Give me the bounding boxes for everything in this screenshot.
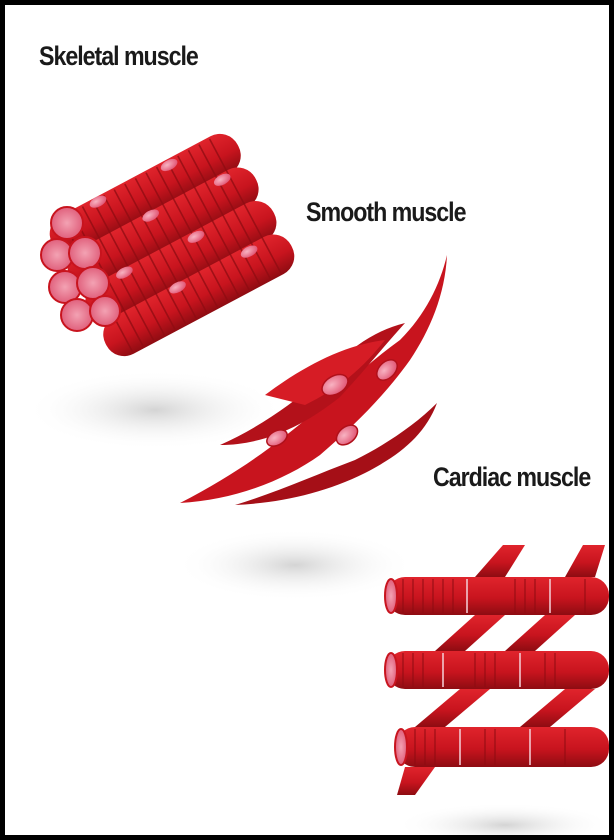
muscle-illustration: [5, 5, 609, 835]
smooth-muscle-label: Smooth muscle: [306, 197, 465, 228]
cardiac-muscle-label: Cardiac muscle: [433, 462, 590, 493]
cardiac-shadow: [395, 803, 609, 835]
cardiac-muscle-fibers: [385, 545, 609, 795]
skeletal-muscle-bundle: [41, 127, 301, 363]
skeletal-muscle-label: Skeletal muscle: [39, 41, 198, 72]
smooth-shadow: [175, 529, 415, 601]
